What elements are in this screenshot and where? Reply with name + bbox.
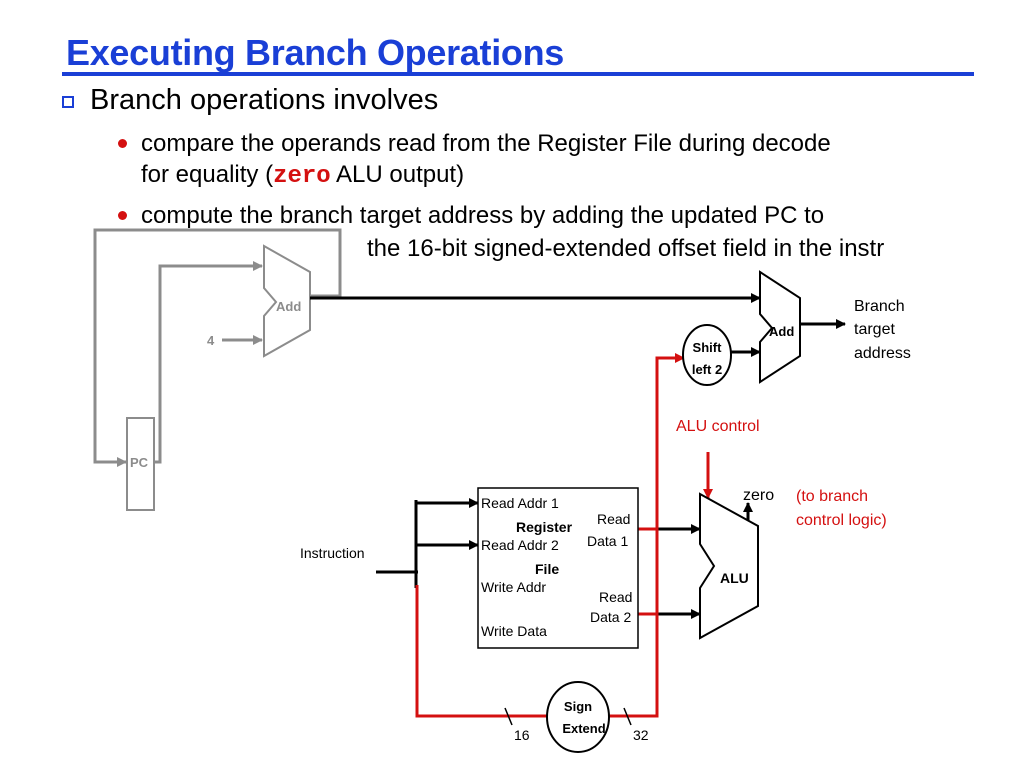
sign-label-line1: Sign [564,699,592,714]
sub-bullet-1-line-2: for equality (zero ALU output) [141,160,464,192]
pc-path-wires [93,228,342,467]
square-bullet-icon [62,96,74,108]
sign-extended-wire [605,353,685,718]
write-data-label: Write Data [481,623,547,639]
const-four-label: 4 [207,333,215,348]
sub-bullet-1-pre: for equality ( [141,161,274,188]
branch-adder-shape [759,270,801,384]
sub-bullet-1-post: ALU output) [330,161,465,188]
bullet-main: Branch operations involves [90,84,439,116]
read-addr2-label: Read Addr 2 [481,537,559,553]
branch-target-line2: target [854,321,895,338]
read-addr1-label: Read Addr 1 [481,495,559,511]
sub-bullet-2-line-1: compute the branch target address by add… [141,202,825,229]
branch-note-line2: control logic) [796,512,887,529]
alu-shape [699,492,759,640]
branch-target-line1: Branch [854,298,905,315]
bits-out-slash [623,707,632,726]
shift-label-line1: Shift [693,340,723,355]
alu-label: ALU [720,570,749,586]
pc-label: PC [130,455,149,470]
read-data2-line1: Read [599,589,632,605]
title-underline [62,72,974,76]
dot-bullet-icon [118,211,127,220]
bits-in-slash [504,707,513,726]
branch-target-line3: address [854,345,911,362]
regfile-title-line1: Register [516,519,573,535]
sub-bullet-2-line-2: the 16-bit signed-extended offset field … [367,235,885,262]
read-data2-line2: Data 2 [590,609,631,625]
dot-bullet-icon [118,139,127,148]
pc-adder-shape [263,244,311,358]
write-addr-label: Write Addr [481,579,546,595]
read-data1-line2: Data 1 [587,533,628,549]
instruction-label: Instruction [300,545,365,561]
sign-label-line2: Extend [562,721,605,736]
zero-code: zero [273,163,331,190]
regfile-title-line2: File [535,561,559,577]
sub-bullet-1-line-1: compare the operands read from the Regis… [141,130,831,157]
zero-label: zero [743,487,774,504]
pc-register [126,417,155,511]
bits-in-label: 16 [514,727,530,743]
shift-label-line2: left 2 [692,362,722,377]
offset-field-wire [415,585,550,718]
sign-extend-unit [546,681,610,753]
branch-note-line1: (to branch [796,488,868,505]
alu-control-label: ALU control [676,418,760,435]
shift-left-2-unit [682,324,732,386]
branch-adder-label: Add [769,324,794,339]
register-file [477,487,639,649]
pc-adder-label: Add [276,299,301,314]
slide-title: Executing Branch Operations [66,32,565,73]
read-data1-line1: Read [597,511,630,527]
bits-out-label: 32 [633,727,649,743]
